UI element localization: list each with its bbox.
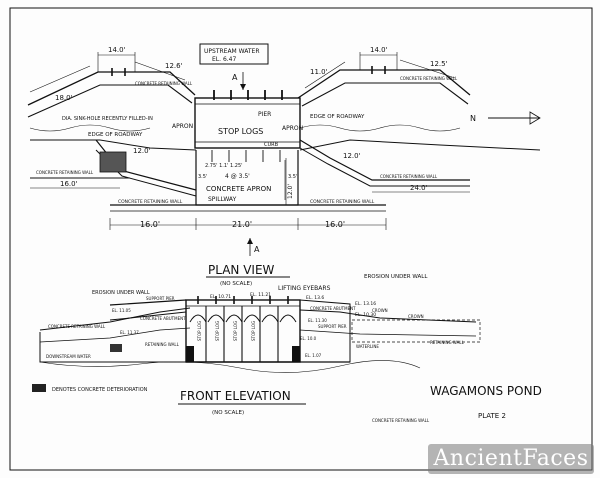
dim-12-vertical: 12.0' [287,184,294,199]
waterline-label: WATERLINE [356,344,379,349]
support-pier-right: SUPPORT PIER [318,324,347,329]
abutment-left: CONCRETE ABUTMENT [140,316,186,321]
dim-right-low: 12.0' [343,152,361,160]
wall-right-label: CONCRETE RETAINING WALL [372,418,430,423]
abutment-right: CONCRETE ABUTMENT [310,306,356,311]
el-1105: EL. 11.05 [112,308,131,313]
dim-16-right: 16.0' [325,220,345,229]
dim-left-wing: 12.6' [165,62,183,70]
north-label: N [470,114,476,123]
pier-posts [213,90,283,100]
dim-right-slope: 11.0' [310,68,328,76]
bay-label-4: STOP LOG [251,321,256,341]
sinkhole-hatch [99,151,127,173]
left-wall-label: CONCRETE RETAINING WALL [135,81,193,86]
sheet-border [9,7,593,471]
el-1107: EL. 1.07 [305,353,322,358]
el-1130: EL. 11.30 [308,318,327,323]
spillway-label: SPILLWAY [208,196,237,203]
bays-label: 4 @ 3.5' [225,173,250,180]
spillway-bays [189,296,297,362]
dim-24-plan: 24.0' [410,184,428,192]
watermark-logo: AncientFaces [428,444,594,474]
crown-label-2: CROWN [372,308,388,313]
curb-label: CURB [264,142,279,148]
small-dim-35b: 3.5' [288,174,297,180]
left-low-wall-label: CONCRETE RETAINING WALL [36,170,94,175]
front-elevation-scale: (NO SCALE) [212,410,244,416]
legend-text: DENOTES CONCRETE DETERIORATION [52,387,148,393]
small-dim-35a: 3.5' [198,174,207,180]
edge-roadway-right-label: EDGE OF ROADWAY [310,114,365,120]
erosion-left-label: EROSION UNDER WALL [92,290,150,296]
pier-label: PIER [258,111,271,118]
el-1316: EL. 13.16 [355,301,376,307]
bottom-wall-label-right: CONCRETE RETAINING WALL [310,199,375,205]
concrete-apron-label: CONCRETE APRON [206,185,271,193]
edge-roadway-left-label: EDGE OF ROADWAY [88,132,143,138]
el-1137: EL. 11.37 [120,330,139,335]
left-roadway-edge [30,139,197,151]
stop-logs-label: STOP LOGS [218,127,263,136]
bay-label-1: STOP LOG [197,321,202,341]
el-1121: EL. 11.21 [250,292,271,298]
retaining-wall-right: RETAINING WALL [430,340,465,345]
dim-16-left: 16.0' [140,220,160,229]
dim-right-top: 14.0' [370,46,388,54]
retaining-wall-left: RETAINING WALL [145,342,180,347]
front-elevation-title: FRONT ELEVATION [180,389,291,403]
dim-16-plan: 16.0' [60,180,78,188]
plan-view-scale: (NO SCALE) [220,281,252,287]
left-wing-wall-outer [27,71,196,106]
upstream-water-box [199,43,269,65]
crown-label: CROWN [408,314,424,319]
section-a-bottom: A [254,245,260,254]
dim-left-top: 14.0' [108,46,126,54]
small-dims: 2.75' 1.1' 1.25' [205,163,243,169]
sinkhole-label: DIA. SINK-HOLE RECENTLY FILLED-IN [62,116,153,122]
project-title: WAGAMONS POND [430,384,542,398]
plan-view-title: PLAN VIEW [208,263,275,277]
el-100: EL. 10.0 [300,336,317,341]
bay-label-3: STOP LOG [233,321,238,341]
legend-swatch [32,384,46,392]
dim-right-wing: 12.5' [430,60,448,68]
erosion-right-label: EROSION UNDER WALL [364,274,428,280]
dim-21: 21.0' [232,220,252,229]
spillway-face [185,299,301,363]
apron-left-label: APRON [172,123,193,130]
deterioration-left [186,346,194,362]
bay-label-2: STOP LOG [215,321,220,341]
dim-left-low: 12.0' [133,147,151,155]
right-wing-wall-outer [297,69,471,99]
right-wall-label: CONCRETE RETAINING WALL [400,76,458,81]
left-wing-wall-inner [27,84,193,118]
lifting-eyebars-label: LIFTING EYEBARS [278,285,331,292]
right-wing-wall-inner [301,82,469,107]
el-1030: EL. 10.30 [355,312,376,318]
plate-number: PLATE 2 [478,412,506,420]
support-pier-left: SUPPORT PIER [146,296,175,301]
deterioration-right [292,346,300,362]
spillway-structure [194,97,301,149]
dim-left-slope: 18.0' [55,94,73,102]
section-a-top: A [232,73,238,82]
el-1071: EL. 10.71 [210,294,231,300]
right-low-wall-label: CONCRETE RETAINING WALL [380,174,438,179]
upstream-elevation: EL. 6.47 [212,56,236,63]
wall-left-label: CONCRETE RETAINING WALL [48,324,106,329]
upstream-water-label: UPSTREAM WATER [204,48,260,55]
plan-view [27,43,541,256]
bottom-wall-label: CONCRETE RETAINING WALL [118,199,183,205]
front-elevation [39,296,481,373]
right-roadway-edge [299,139,541,151]
downstream-water-label: DOWNSTREAM WATER [46,354,91,359]
el-136: EL. 13.6 [306,295,324,301]
apron-right-label: APRON [282,125,303,132]
